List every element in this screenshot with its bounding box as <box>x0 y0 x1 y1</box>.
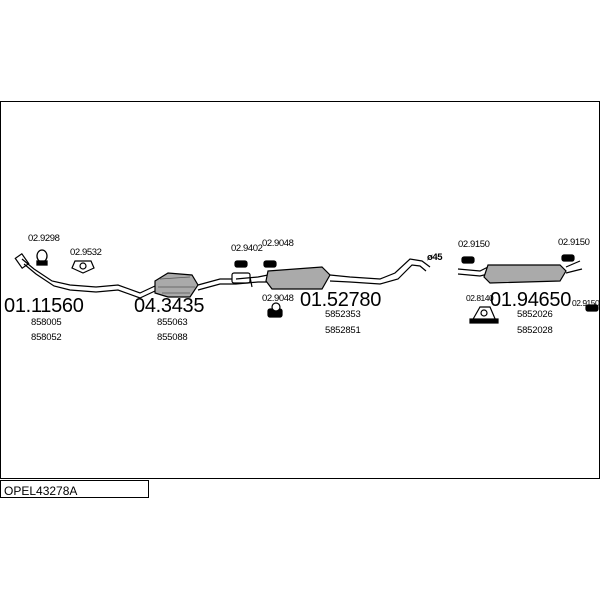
centre-silencer-drawing <box>235 258 431 290</box>
oem-number: 858052 <box>31 332 62 343</box>
oem-number: 855063 <box>157 317 188 328</box>
accessory-label-mount: 02.9048 <box>262 293 294 304</box>
system-code: OPEL43278A <box>4 484 78 498</box>
part-number-rear-silencer: 01.94650 <box>490 289 572 311</box>
accessory-label-mount: 02.9150 <box>558 237 590 248</box>
accessory-label-mount: 02.9150 <box>572 298 600 308</box>
part-number-centre-silencer: 01.52780 <box>300 289 382 311</box>
rear-silencer-drawing <box>457 254 599 324</box>
front-pipe-drawing <box>14 252 97 293</box>
diagram-frame <box>0 101 600 479</box>
system-code-box: OPEL43278A <box>0 480 149 498</box>
accessory-label-mount: 02.9048 <box>262 238 294 249</box>
oem-number: 5852028 <box>517 325 553 336</box>
catalytic-converter-drawing <box>95 272 236 299</box>
oem-number: 855088 <box>157 332 188 343</box>
flange-drawing <box>71 260 95 274</box>
oem-number: 5852353 <box>325 309 361 320</box>
part-number-front-pipe: 01.11560 <box>4 295 84 317</box>
oem-number: 858005 <box>31 317 62 328</box>
pipe-diameter-label: ø45 <box>427 252 443 263</box>
accessory-label-clamp: 02.9298 <box>28 233 60 244</box>
accessory-label-bracket: 02.8140 <box>466 293 494 303</box>
accessory-label-flange: 02.9532 <box>70 247 102 258</box>
part-number-catalytic-converter: 04.3435 <box>134 295 205 317</box>
accessory-label-mount: 02.9150 <box>458 239 490 250</box>
clamp-drawing <box>36 249 48 266</box>
oem-number: 5852851 <box>325 325 361 336</box>
accessory-label-mount: 02.9402 <box>231 243 263 254</box>
oem-number: 5852026 <box>517 309 553 320</box>
